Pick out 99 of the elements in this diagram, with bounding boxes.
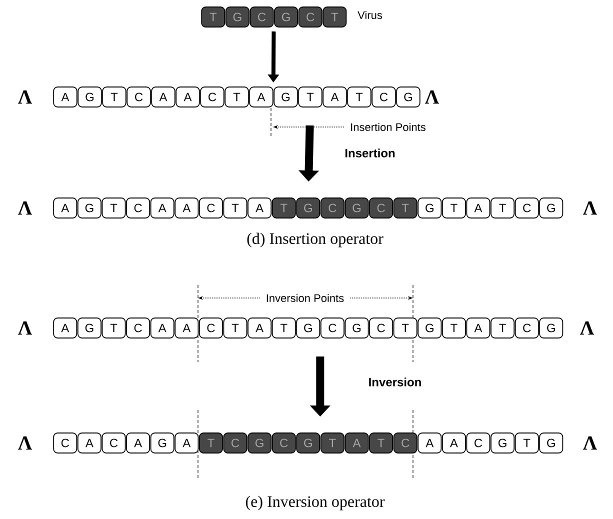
base-box: C (53, 432, 78, 454)
shaded-base-box: C (223, 432, 248, 454)
shaded-base-box: C (250, 6, 274, 28)
base-box: A (174, 198, 199, 218)
base-box: A (418, 432, 442, 454)
base-box: G (418, 198, 442, 218)
base-box: A (248, 318, 272, 338)
lambda-symbol: Λ (582, 201, 598, 215)
base-box: A (174, 432, 199, 454)
base-box: T (393, 318, 418, 338)
shaded-base-box: G (248, 432, 272, 454)
base-box: A (150, 318, 174, 338)
shaded-base-box: G (296, 198, 320, 218)
base-box: T (102, 86, 126, 108)
point-label: Inversion Points (266, 294, 344, 302)
shaded-base-box: G (296, 432, 320, 454)
shaded-base-box: G (274, 6, 298, 28)
base-box: A (249, 86, 274, 108)
shaded-base-box: C (272, 432, 296, 454)
base-box: G (296, 318, 320, 338)
base-box: T (442, 318, 466, 338)
base-box: G (78, 86, 102, 108)
base-box: C (466, 432, 490, 454)
base-box: A (466, 318, 490, 338)
base-box: C (126, 198, 150, 218)
base-box: C (514, 198, 539, 218)
caption: (e) Inversion operator (246, 496, 385, 510)
base-box: T (298, 86, 322, 108)
shaded-base-box: T (393, 198, 418, 218)
base-box: T (223, 318, 248, 338)
base-box: C (198, 318, 223, 338)
shaded-base-box: T (272, 198, 296, 218)
base-box: G (539, 432, 564, 454)
shaded-base-box: C (393, 432, 418, 454)
base-box: C (372, 86, 396, 108)
base-box: G (150, 432, 174, 454)
caption: (d) Insertion operator (247, 232, 384, 248)
lambda-symbol: Λ (18, 201, 32, 215)
lambda-symbol: Λ (580, 321, 594, 335)
base-box: A (126, 432, 150, 454)
base-box: T (347, 86, 372, 108)
base-box: C (198, 198, 223, 218)
lambda-symbol: Λ (18, 436, 32, 450)
base-box: C (126, 86, 151, 108)
base-box: A (322, 86, 347, 108)
lambda-symbol: Λ (582, 436, 598, 450)
shaded-base-box: A (344, 432, 369, 454)
base-box: A (174, 318, 199, 338)
shaded-base-box: T (198, 432, 223, 454)
lambda-symbol: Λ (18, 321, 32, 335)
shaded-base-box: G (344, 198, 369, 218)
base-box: C (102, 432, 126, 454)
base-box: T (102, 198, 126, 218)
shaded-base-box: T (369, 432, 394, 454)
base-box: C (320, 318, 344, 338)
base-box: A (53, 86, 78, 108)
base-box: T (272, 318, 296, 338)
base-box: G (77, 198, 102, 218)
base-box: T (223, 198, 248, 218)
base-box: A (176, 86, 200, 108)
base-box: A (53, 318, 78, 338)
base-box: G (418, 318, 442, 338)
base-box: T (224, 86, 249, 108)
base-box: C (126, 318, 150, 338)
shaded-base-box: C (298, 6, 322, 28)
shaded-base-box: T (320, 432, 344, 454)
base-box: T (514, 432, 539, 454)
base-box: G (539, 318, 564, 338)
base-box: G (77, 318, 102, 338)
shaded-base-box: T (201, 6, 226, 28)
shaded-base-box: C (369, 198, 394, 218)
base-box: A (442, 432, 466, 454)
lambda-symbol: Λ (424, 90, 440, 104)
base-box: A (151, 86, 176, 108)
base-box: A (150, 198, 174, 218)
base-box: G (539, 198, 564, 218)
base-box: G (490, 432, 515, 454)
base-box: T (490, 318, 515, 338)
shaded-base-box: C (320, 198, 344, 218)
base-box: G (396, 86, 420, 108)
base-box: C (369, 318, 394, 338)
base-box: C (200, 86, 224, 108)
shaded-base-box: T (322, 6, 347, 28)
base-box: A (77, 432, 102, 454)
base-box: C (514, 318, 539, 338)
base-box: G (274, 86, 298, 108)
edge-label: Insertion (344, 148, 396, 158)
base-box: A (248, 198, 272, 218)
base-box: T (102, 318, 126, 338)
point-label: Insertion Points (351, 122, 426, 132)
base-box: A (53, 198, 78, 218)
shaded-base-box: G (225, 6, 250, 28)
base-box: A (466, 198, 490, 218)
edge-label: Inversion (367, 376, 423, 388)
base-box: G (344, 318, 369, 338)
base-box: T (490, 198, 515, 218)
lambda-symbol: Λ (18, 90, 32, 104)
virus-label: Virus (358, 10, 382, 20)
base-box: T (442, 198, 466, 218)
